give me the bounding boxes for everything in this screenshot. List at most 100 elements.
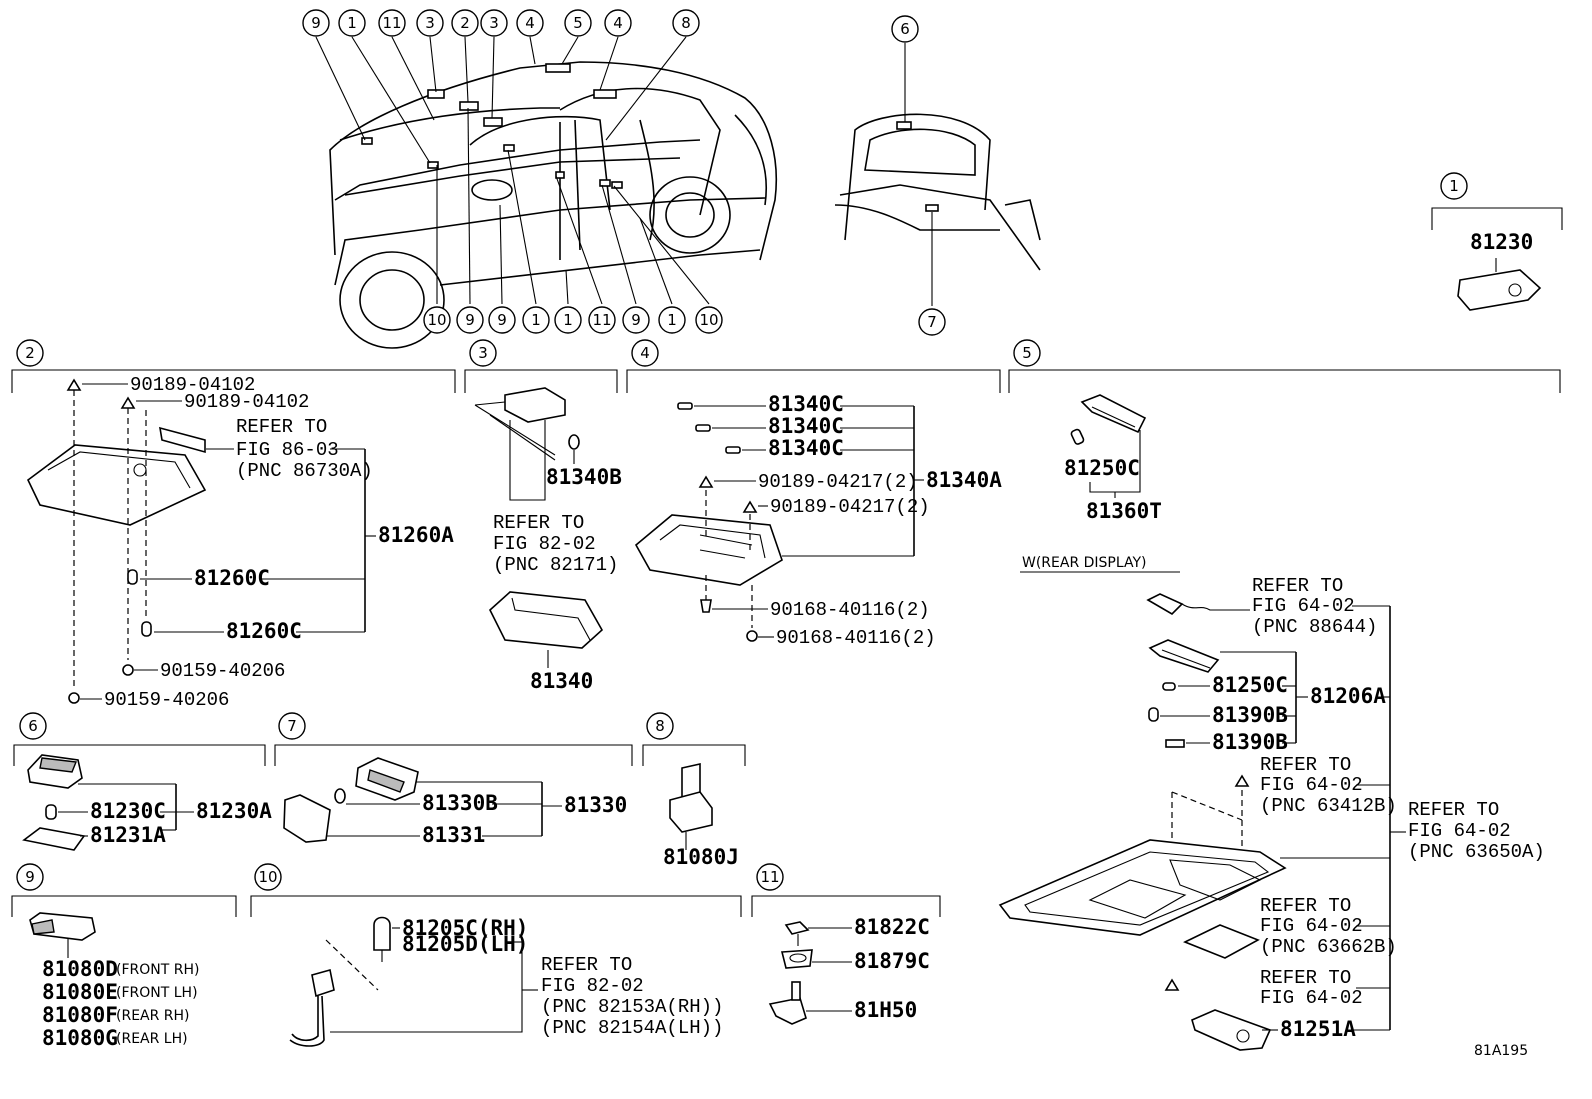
svg-text:81340B: 81340B [546, 465, 622, 489]
svg-text:81230C: 81230C [90, 799, 166, 823]
svg-text:(PNC 82171): (PNC 82171) [493, 554, 618, 576]
svg-text:81080D: 81080D [42, 957, 118, 981]
svg-text:(FRONT RH): (FRONT RH) [116, 962, 199, 978]
svg-text:4: 4 [613, 14, 623, 32]
svg-text:81230A: 81230A [196, 799, 272, 823]
svg-text:FIG 82-02: FIG 82-02 [493, 533, 596, 555]
svg-text:(PNC 63650A): (PNC 63650A) [1408, 841, 1545, 863]
svg-text:81340C: 81340C [768, 436, 844, 460]
car-leaders-top [315, 36, 687, 164]
svg-text:90189-04102: 90189-04102 [130, 374, 255, 396]
svg-text:FIG 64-02: FIG 64-02 [1408, 820, 1511, 842]
svg-text:3: 3 [478, 344, 488, 362]
svg-text:7: 7 [287, 717, 297, 735]
section-1: 1 81230 [1431, 172, 1563, 311]
car-leaders-bottom [436, 107, 710, 305]
svg-text:(PNC 63662B): (PNC 63662B) [1260, 936, 1397, 958]
svg-text:81340C: 81340C [768, 392, 844, 416]
svg-text:9: 9 [465, 311, 475, 329]
section-5: 5 81250C 81360T [1008, 339, 1561, 523]
svg-text:81340: 81340 [530, 669, 593, 693]
svg-text:81360T: 81360T [1086, 499, 1162, 523]
svg-text:3: 3 [425, 14, 435, 32]
svg-text:81340C: 81340C [768, 414, 844, 438]
svg-text:9: 9 [631, 311, 641, 329]
section-4: 4 81340C 81340C 81340C 90189-04217(2) 90… [626, 339, 1002, 649]
svg-text:(REAR RH): (REAR RH) [116, 1008, 190, 1024]
svg-text:8: 8 [655, 717, 665, 735]
section-8: 8 81080J [642, 712, 746, 869]
svg-text:90168-40116(2): 90168-40116(2) [776, 627, 936, 649]
svg-text:REFER TO: REFER TO [541, 954, 632, 976]
svg-text:90189-04217(2): 90189-04217(2) [758, 471, 918, 493]
section-11: 11 81822C 81879C 81H50 [751, 863, 941, 1025]
svg-text:(REAR LH): (REAR LH) [116, 1031, 188, 1047]
car-callouts-top: 9 1 11 3 2 3 4 5 4 8 [302, 9, 700, 37]
svg-text:90159-40206: 90159-40206 [160, 660, 285, 682]
svg-text:81250C: 81250C [1212, 673, 1288, 697]
section-7: 7 81330B 81331 81330 [274, 712, 633, 847]
svg-text:REFER TO: REFER TO [1260, 967, 1351, 989]
svg-text:81879C: 81879C [854, 949, 930, 973]
svg-text:FIG 82-02: FIG 82-02 [541, 975, 644, 997]
svg-text:FIG 64-02: FIG 64-02 [1260, 915, 1363, 937]
svg-text:10: 10 [258, 868, 277, 886]
svg-text:81H50: 81H50 [854, 998, 917, 1022]
car-callouts-bottom: 10 9 9 1 1 11 9 1 10 [423, 306, 723, 334]
svg-text:81080E: 81080E [42, 980, 118, 1004]
svg-text:1: 1 [667, 311, 677, 329]
svg-text:81330: 81330 [564, 793, 627, 817]
svg-text:REFER TO: REFER TO [1260, 895, 1351, 917]
svg-text:81330B: 81330B [422, 791, 498, 815]
svg-text:81822C: 81822C [854, 915, 930, 939]
svg-text:81331: 81331 [422, 823, 485, 847]
svg-text:81205C(RH): 81205C(RH) [402, 916, 528, 940]
svg-text:(PNC 88644): (PNC 88644) [1252, 616, 1377, 638]
svg-text:REFER TO: REFER TO [1408, 799, 1499, 821]
svg-text:7: 7 [927, 313, 937, 331]
svg-text:REFER TO: REFER TO [1252, 575, 1343, 597]
svg-text:81080F: 81080F [42, 1003, 118, 1027]
svg-text:4: 4 [525, 14, 535, 32]
svg-text:5: 5 [573, 14, 583, 32]
svg-text:1: 1 [1449, 177, 1459, 195]
svg-text:10: 10 [427, 311, 446, 329]
svg-text:81080G: 81080G [42, 1026, 118, 1050]
svg-text:2: 2 [460, 14, 470, 32]
svg-text:FIG 64-02: FIG 64-02 [1252, 595, 1355, 617]
svg-text:81260C: 81260C [226, 619, 302, 643]
svg-text:6: 6 [900, 20, 910, 38]
svg-text:81250C: 81250C [1064, 456, 1140, 480]
svg-text:11: 11 [382, 14, 401, 32]
rear-display-section: W(REAR DISPLAY) REFER TO FIG 64-02 (PNC … [998, 555, 1545, 1051]
svg-text:(PNC 63412B): (PNC 63412B) [1260, 795, 1397, 817]
svg-text:6: 6 [28, 717, 38, 735]
section-2: 2 90189-04102 90189-04102 REFER TO FIG 8… [11, 339, 456, 711]
svg-text:90189-04217(2): 90189-04217(2) [770, 496, 930, 518]
svg-text:9: 9 [497, 311, 507, 329]
svg-text:4: 4 [640, 344, 650, 362]
svg-text:REFER TO: REFER TO [236, 416, 327, 438]
section-9: 9 81080D (FRONT RH) 81080E (FRONT LH) 81… [11, 863, 237, 1050]
svg-text:81251A: 81251A [1280, 1017, 1356, 1041]
svg-text:81230: 81230 [1470, 230, 1533, 254]
svg-text:81260C: 81260C [194, 566, 270, 590]
svg-text:81206A: 81206A [1310, 684, 1386, 708]
svg-text:81260A: 81260A [378, 523, 454, 547]
car-illustration [329, 61, 778, 349]
svg-text:8: 8 [681, 14, 691, 32]
svg-text:3: 3 [489, 14, 499, 32]
svg-text:11: 11 [592, 311, 611, 329]
svg-text:81205D(LH): 81205D(LH) [402, 932, 528, 956]
svg-text:(PNC 82154A(LH)): (PNC 82154A(LH)) [541, 1017, 723, 1039]
svg-text:81080J: 81080J [663, 845, 739, 869]
svg-text:1: 1 [347, 14, 357, 32]
svg-text:90168-40116(2): 90168-40116(2) [770, 599, 930, 621]
svg-text:W(REAR DISPLAY): W(REAR DISPLAY) [1022, 555, 1147, 571]
trunk-illustration: 6 7 [834, 15, 1041, 336]
figure-code: 81A195 [1474, 1043, 1528, 1059]
svg-text:1: 1 [531, 311, 541, 329]
svg-text:FIG 86-03: FIG 86-03 [236, 439, 339, 461]
svg-text:REFER TO: REFER TO [493, 512, 584, 534]
